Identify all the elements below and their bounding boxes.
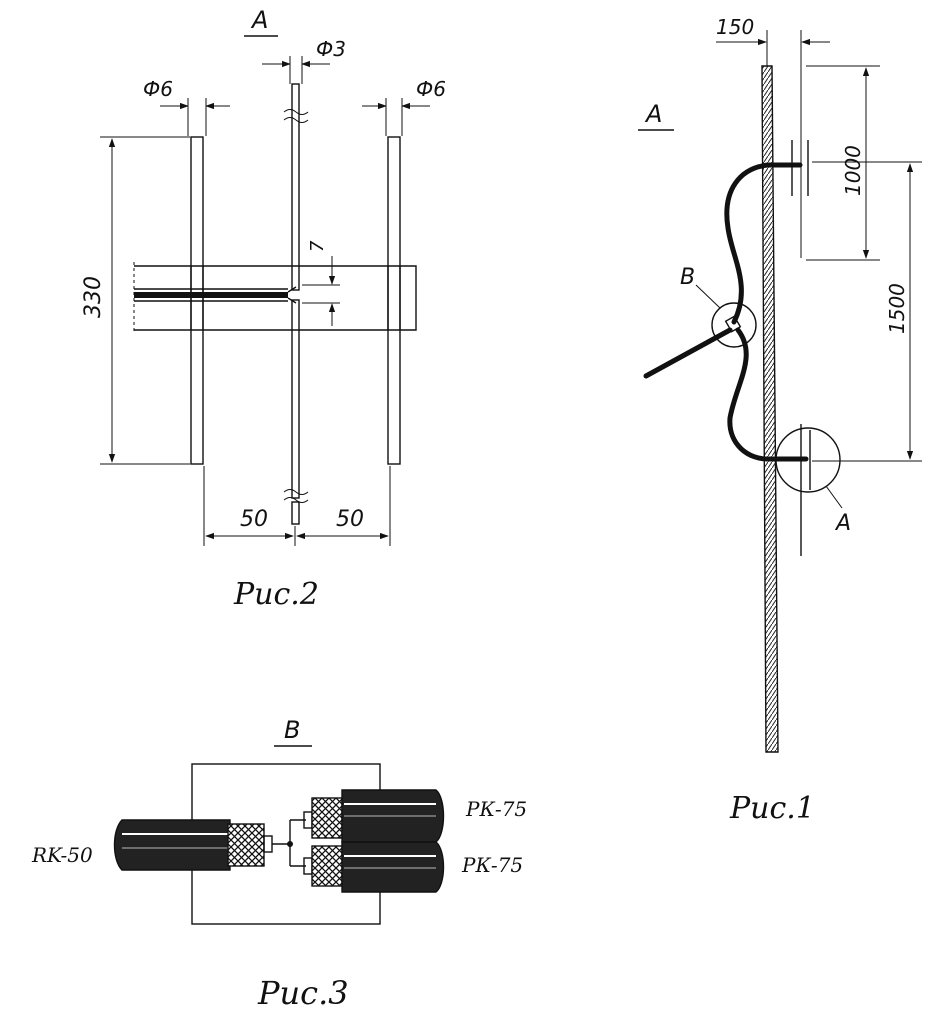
cable-rk75-top-braid bbox=[311, 797, 343, 839]
lower-cable bbox=[727, 327, 773, 462]
cable-rk50-core bbox=[263, 835, 273, 853]
figure-3: В RK-50 РК-75 РК-75 Рис.3 bbox=[31, 716, 527, 1012]
dim-1000-label: 1000 bbox=[841, 145, 865, 196]
dim-1500-label: 1500 bbox=[885, 283, 909, 334]
fig2-section-label: А bbox=[250, 6, 268, 34]
fig1-caption: Рис.1 bbox=[729, 791, 815, 826]
fig3-section-label: В bbox=[284, 716, 300, 744]
callout-b-leader bbox=[695, 284, 721, 309]
dim-150-label: 150 bbox=[716, 15, 754, 39]
label-rk50: RK-50 bbox=[31, 843, 93, 867]
boom-rod-overlap bbox=[389, 267, 399, 329]
fig2-dia-right-label: Ф6 bbox=[416, 77, 446, 101]
cable-rk50 bbox=[113, 819, 231, 871]
fig3-caption: Рис.3 bbox=[257, 974, 349, 1012]
break-mark bbox=[283, 489, 309, 495]
dim-330-label: 330 bbox=[81, 276, 106, 318]
dim-50-right-label: 50 bbox=[336, 507, 364, 532]
mast bbox=[761, 65, 779, 753]
cable-connection bbox=[287, 286, 297, 304]
cable-rk75-bottom bbox=[341, 841, 445, 893]
fig2-dia-mid-label: Ф3 bbox=[316, 37, 346, 61]
callout-b-label: В bbox=[680, 265, 695, 290]
cable-rk75-bottom-braid bbox=[311, 845, 343, 887]
break-mark bbox=[283, 109, 309, 115]
callout-b-circle bbox=[711, 302, 757, 348]
fig2-caption: Рис.2 bbox=[233, 577, 319, 612]
fig1-section-label: А bbox=[644, 100, 662, 128]
splitter-node bbox=[287, 841, 293, 847]
figure-1: 150 1000 1500 А В bbox=[638, 15, 922, 826]
upper-cable bbox=[724, 162, 771, 325]
dim-7-label: 7 bbox=[307, 240, 328, 252]
junction-box bbox=[724, 315, 742, 333]
center-rod-lower bbox=[291, 299, 300, 499]
fig2-dia-left-label: Ф6 bbox=[143, 77, 173, 101]
label-rk75-bottom: РК-75 bbox=[461, 853, 523, 877]
callout-a-leader bbox=[825, 485, 843, 509]
figure-2: А Ф3 Ф6 Ф6 bbox=[81, 6, 446, 612]
break-mark bbox=[283, 117, 309, 123]
cable-rk50-braid bbox=[227, 823, 265, 867]
label-rk75-top: РК-75 bbox=[465, 797, 527, 821]
break-mark bbox=[283, 497, 309, 503]
dim-50-left-label: 50 bbox=[240, 507, 268, 532]
feed-cable bbox=[134, 292, 288, 298]
center-rod-stub bbox=[291, 501, 300, 525]
boom bbox=[134, 265, 417, 331]
center-rod-upper bbox=[291, 83, 300, 291]
callout-a-label: А bbox=[834, 511, 851, 536]
main-feed-cable bbox=[643, 327, 733, 379]
callout-a-circle bbox=[775, 427, 841, 493]
